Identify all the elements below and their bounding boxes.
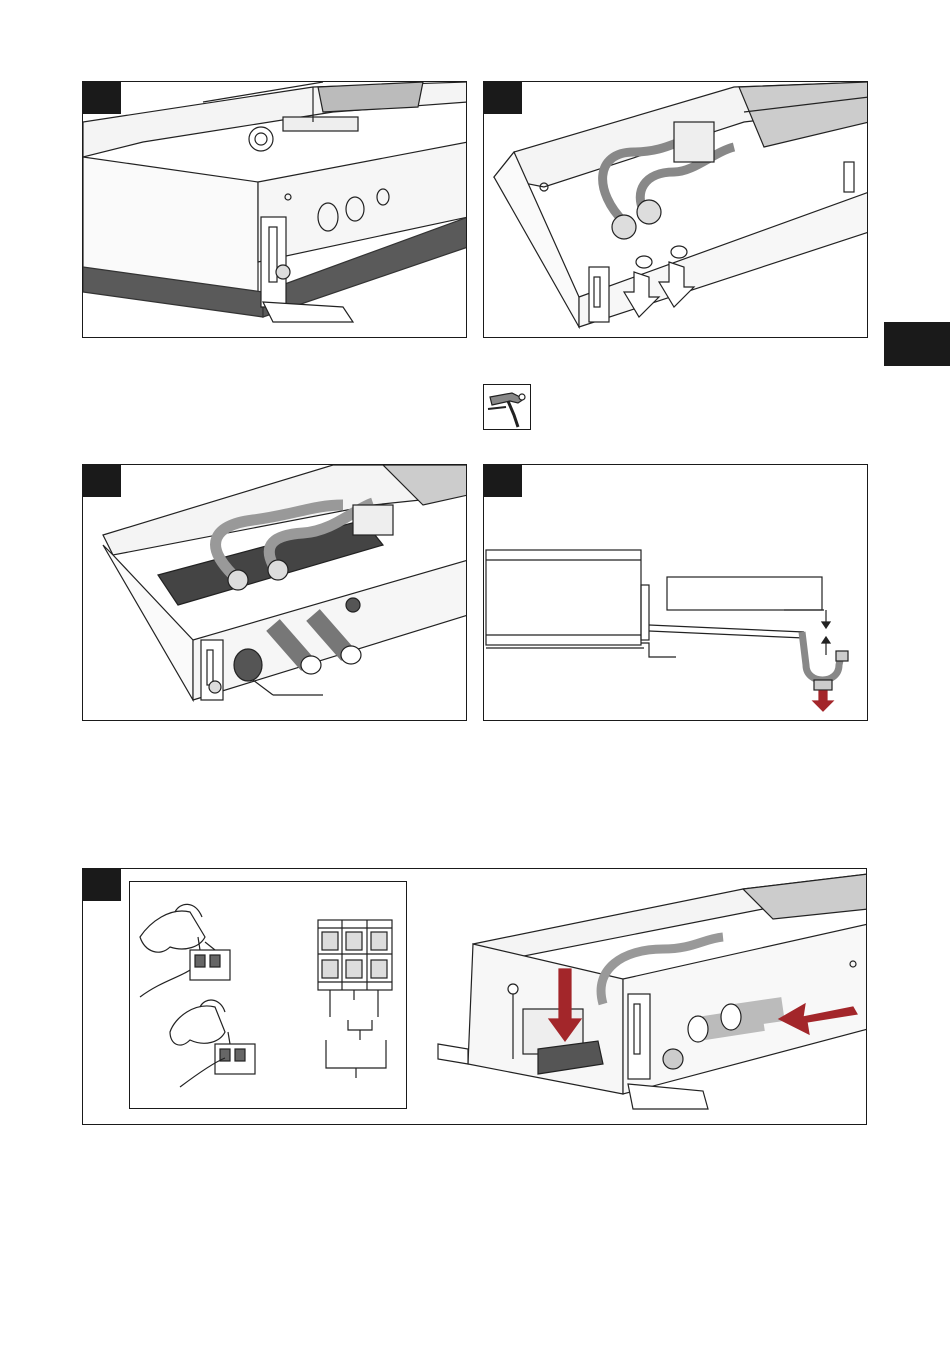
figure-panel-4 [483, 464, 868, 721]
condensate-drain-icon [484, 465, 868, 721]
figure-panel-2 [483, 81, 868, 338]
figure-panel-3 [82, 464, 467, 721]
step-badge [484, 465, 522, 497]
figure-panel-5 [82, 868, 867, 1125]
pipe-connection-icon [484, 82, 868, 338]
section-tab [884, 322, 950, 366]
insulated-hoses-icon [83, 465, 467, 721]
convector-housing-icon [83, 82, 467, 338]
step-badge [484, 82, 522, 114]
step-badge [83, 465, 121, 497]
figure-panel-1 [82, 81, 467, 338]
pipe-wrench-icon [484, 385, 532, 431]
step-badge [83, 82, 121, 114]
tool-box [483, 384, 531, 430]
convector-electric-box-icon [83, 869, 867, 1125]
